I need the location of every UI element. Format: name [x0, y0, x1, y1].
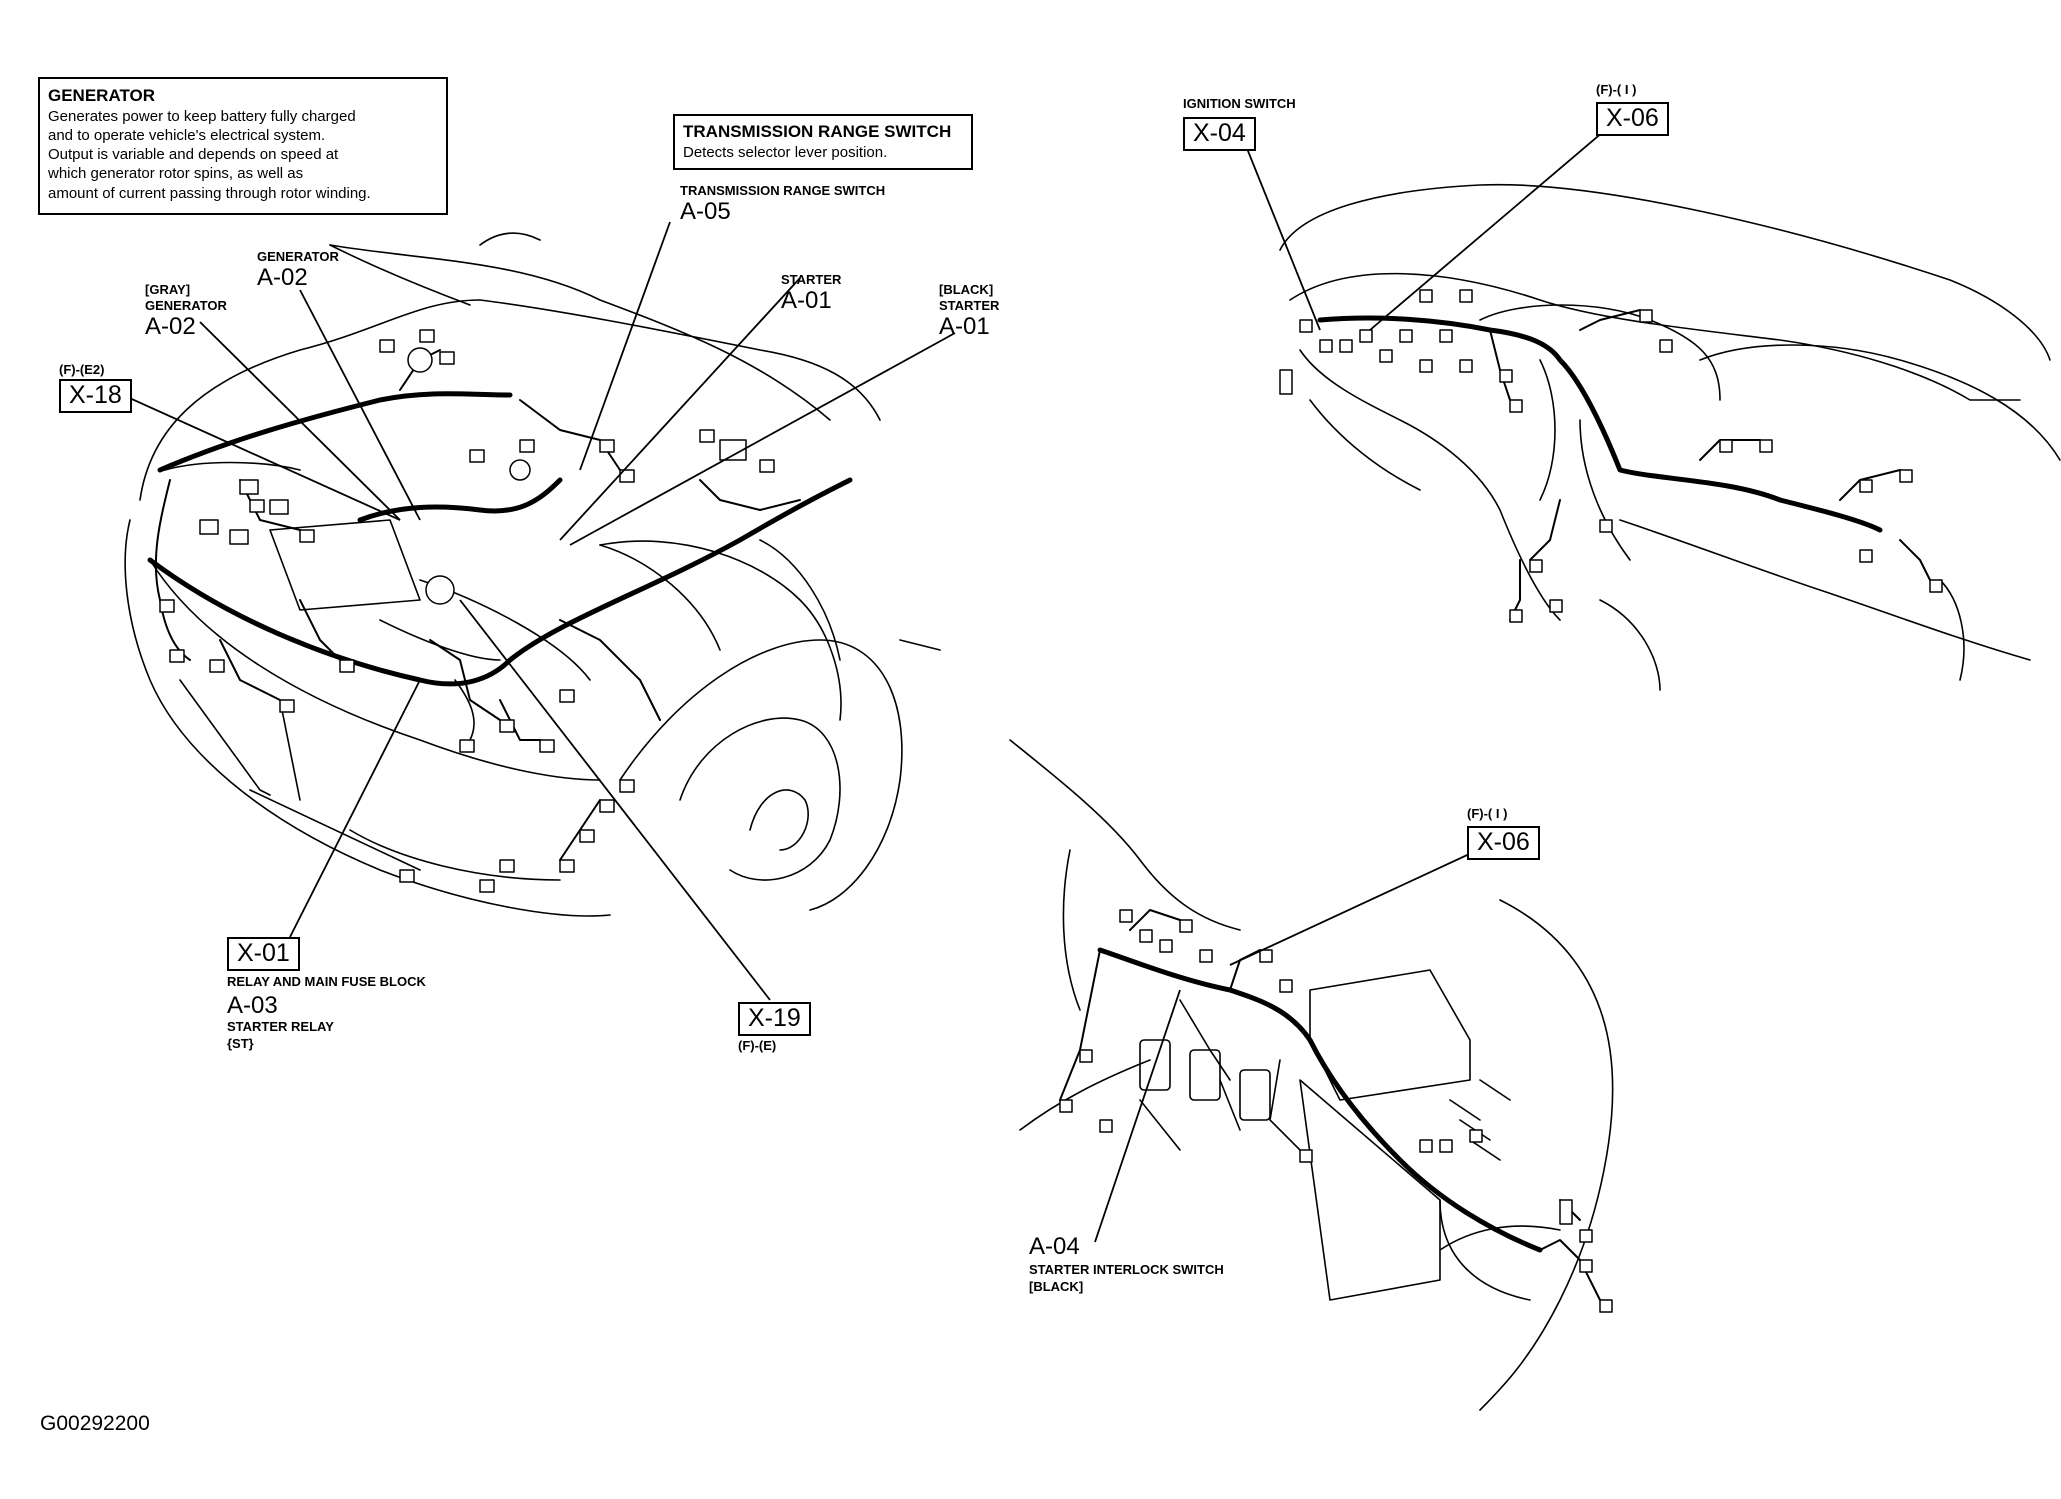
generator-box-title: GENERATOR — [48, 86, 156, 105]
x19-connector-label: X-19 — [738, 1002, 811, 1036]
generator-box-line-5: amount of current passing through rotor … — [48, 184, 371, 202]
engine-connectors — [159, 329, 775, 893]
pedal-area-outline — [1009, 739, 1614, 1411]
generator-box-line-1: Generates power to keep battery fully ch… — [48, 107, 356, 125]
figure-id: G00292200 — [40, 1412, 150, 1435]
pedal-harness — [1097, 947, 1543, 1253]
a02-gray-note: [GRAY] — [145, 282, 191, 297]
a05-name: TRANSMISSION RANGE SWITCH — [680, 183, 886, 198]
a01-name: STARTER — [781, 272, 842, 287]
engine-harness — [147, 391, 853, 687]
a04-name: STARTER INTERLOCK SWITCH — [1029, 1262, 1224, 1277]
x04-connector-label: X-04 — [1183, 117, 1256, 151]
a04-code: A-04 — [1029, 1233, 1080, 1260]
x18-ref: (F)-(E2) — [59, 362, 105, 377]
x19-ref: (F)-(E) — [738, 1038, 777, 1053]
a01-black-name: STARTER — [939, 298, 1000, 313]
car-body-outline — [124, 232, 941, 917]
a03-name: STARTER RELAY — [227, 1019, 334, 1034]
a02-name: GENERATOR — [257, 249, 339, 264]
a02-code: A-02 — [257, 264, 308, 291]
a02-gray-code: A-02 — [145, 313, 196, 340]
dash-x06-connector-label: X-06 — [1596, 102, 1669, 136]
x01-name: RELAY AND MAIN FUSE BLOCK — [227, 974, 426, 989]
ignition-switch-name: IGNITION SWITCH — [1183, 96, 1296, 111]
dashboard-harness — [1317, 315, 1883, 533]
dash-x06-ref: (F)-( I ) — [1596, 82, 1637, 97]
a02-gray-name: GENERATOR — [145, 298, 227, 313]
a05-code: A-05 — [680, 198, 731, 225]
leader-lines — [124, 125, 1611, 1243]
a03-code: A-03 — [227, 992, 278, 1019]
pedal-x06-connector-label: X-06 — [1467, 826, 1540, 860]
a03-note: {ST} — [227, 1036, 254, 1051]
trs-description-box: TRANSMISSION RANGE SWITCH Detects select… — [673, 114, 973, 170]
a01-black-code: A-01 — [939, 313, 990, 340]
x18-connector-label: X-18 — [59, 379, 132, 413]
engine-harness-branches — [154, 349, 801, 861]
trs-box-desc: Detects selector lever position. — [683, 143, 888, 161]
a04-note: [BLACK] — [1029, 1279, 1084, 1294]
a01-black-note: [BLACK] — [939, 282, 994, 297]
pedal-connectors — [1059, 909, 1613, 1313]
dashboard-connectors — [1279, 289, 1943, 623]
generator-box-line-3: Output is variable and depends on speed … — [48, 146, 339, 164]
generator-box-line-4: which generator rotor spins, as well as — [48, 165, 304, 183]
generator-box-line-2: and to operate vehicle's electrical syst… — [48, 126, 326, 144]
pedal-x06-ref: (F)-( I ) — [1467, 806, 1508, 821]
x01-connector-label: X-01 — [227, 937, 300, 971]
generator-description-box: GENERATOR Generates power to keep batter… — [38, 77, 448, 215]
dashboard-outline — [1279, 183, 2061, 691]
trs-box-title: TRANSMISSION RANGE SWITCH — [683, 122, 952, 141]
a01-code: A-01 — [781, 287, 832, 314]
